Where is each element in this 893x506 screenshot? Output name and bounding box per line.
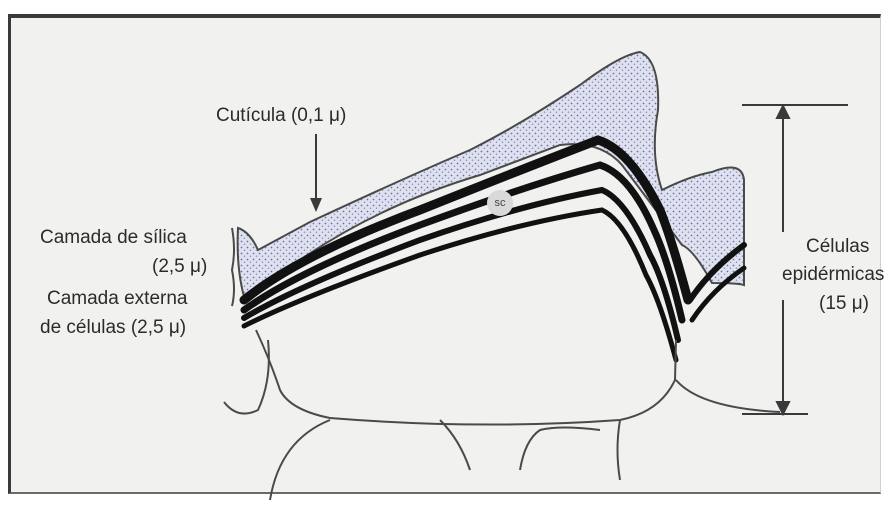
silica-layer-thickness: (2,5 μ) bbox=[152, 255, 207, 279]
sc-marker: sc bbox=[487, 190, 513, 216]
epidermal-cells-thickness: (15 μ) bbox=[819, 292, 869, 316]
silica-layer-label: Camada de sílica bbox=[40, 226, 187, 250]
epidermal-cells-label-2: epidérmicas bbox=[782, 263, 884, 287]
outer-cell-layer-label: Camada externa bbox=[47, 287, 187, 311]
outer-cell-layers bbox=[244, 140, 744, 360]
cuticle-label: Cutícula (0,1 μ) bbox=[216, 104, 346, 128]
epidermal-scale-bar bbox=[742, 105, 848, 414]
outer-cell-layer-thickness: de células (2,5 μ) bbox=[40, 316, 186, 340]
epidermal-cells-label: Células bbox=[806, 235, 869, 259]
epidermal-cell-outlines bbox=[224, 228, 780, 500]
cuticle-arrow bbox=[310, 134, 322, 212]
